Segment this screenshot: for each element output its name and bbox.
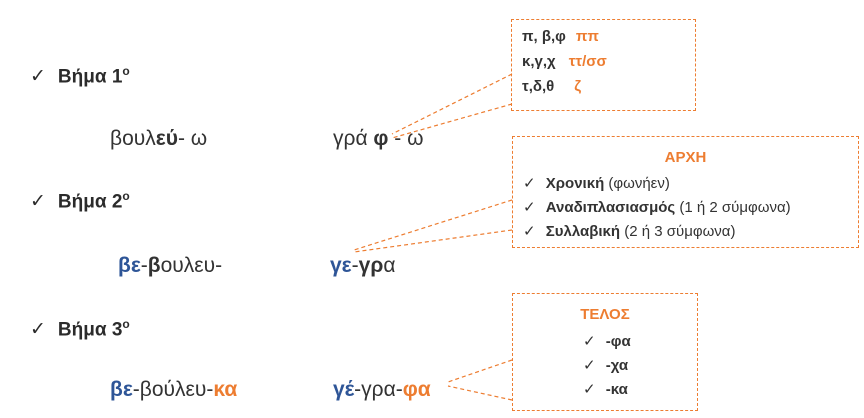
connector-line-consonants [391, 103, 513, 139]
check-icon: ✓ [583, 381, 596, 398]
prefix-blue: βε [118, 254, 141, 277]
word-part-bold: φ [373, 127, 389, 150]
word-part: βουλ [110, 127, 156, 150]
box-title: ΑΡΧΗ [664, 149, 707, 166]
prefix-blue: γε [330, 254, 352, 277]
ending-item: ✓ -κα [583, 381, 628, 398]
word-part: γρά [333, 127, 374, 150]
step-ordinal: ο [122, 317, 130, 331]
check-icon: ✓ [523, 199, 536, 216]
ending-item: ✓ -φα [583, 333, 631, 350]
connector-line-augment [353, 199, 513, 251]
step-title: Βήμα 3 [57, 319, 123, 341]
word-bouleuo: βουλεύ- ω [110, 127, 207, 151]
step-ordinal: ο [122, 189, 130, 203]
prefix-blue: βε [110, 378, 133, 401]
word-part: - ω [388, 127, 424, 150]
ending-item: ✓ -χα [583, 357, 629, 374]
step-1-label: ✓ Βήμα 1ο [30, 64, 130, 88]
ending-box: ΤΕΛΟΣ ✓ -φα ✓ -χα ✓ -κα [512, 293, 698, 411]
check-icon: ✓ [523, 223, 536, 240]
connector-line-ending [447, 359, 513, 383]
word-bebouleu: βε-βουλευ- [118, 254, 222, 278]
check-icon: ✓ [30, 66, 46, 88]
step-2-label: ✓ Βήμα 2ο [30, 189, 130, 213]
augment-item: ✓ Συλλαβική (2 ή 3 σύμφωνα) [523, 223, 736, 240]
prefix-blue: γέ [333, 378, 355, 401]
check-icon: ✓ [30, 191, 46, 213]
word-part: - [351, 254, 359, 277]
connector-line-augment [353, 229, 513, 253]
word-part: -βούλευ- [132, 378, 214, 401]
connector-line-consonants [391, 73, 513, 135]
word-part: -γρα- [354, 378, 403, 401]
suffix-orange: φα [402, 378, 431, 401]
connector-line-ending [447, 385, 513, 401]
word-part: - [140, 254, 148, 277]
word-part: α [383, 254, 396, 277]
suffix-orange: κα [213, 378, 238, 401]
step-ordinal: ο [122, 64, 130, 78]
word-part-bold: εύ [155, 127, 178, 150]
word-part-bold: β [147, 254, 161, 277]
step-3-label: ✓ Βήμα 3ο [30, 317, 130, 341]
box-title: ΤΕΛΟΣ [580, 306, 630, 323]
augment-item: ✓ Αναδιπλασιασμός (1 ή 2 σύμφωνα) [523, 199, 791, 216]
word-gegrafa: γέ-γρα-φα [333, 378, 431, 402]
check-icon: ✓ [30, 319, 46, 341]
word-bebouleuka: βε-βούλευ-κα [110, 378, 237, 402]
check-icon: ✓ [583, 357, 596, 374]
step-title: Βήμα 1 [57, 66, 123, 88]
check-icon: ✓ [583, 333, 596, 350]
word-gegra: γε-γρα [330, 254, 395, 278]
word-part-bold: γρ [358, 254, 384, 277]
word-part: - ω [177, 127, 208, 150]
step-title: Βήμα 2 [57, 191, 123, 213]
word-part: ουλευ- [160, 254, 223, 277]
augment-item: ✓ Χρονική (φωνήεν) [523, 175, 670, 192]
word-grafo: γρά φ - ω [333, 127, 424, 151]
beginning-box: ΑΡΧΗ ✓ Χρονική (φωνήεν) ✓ Αναδιπλασιασμό… [512, 136, 859, 248]
check-icon: ✓ [523, 175, 536, 192]
